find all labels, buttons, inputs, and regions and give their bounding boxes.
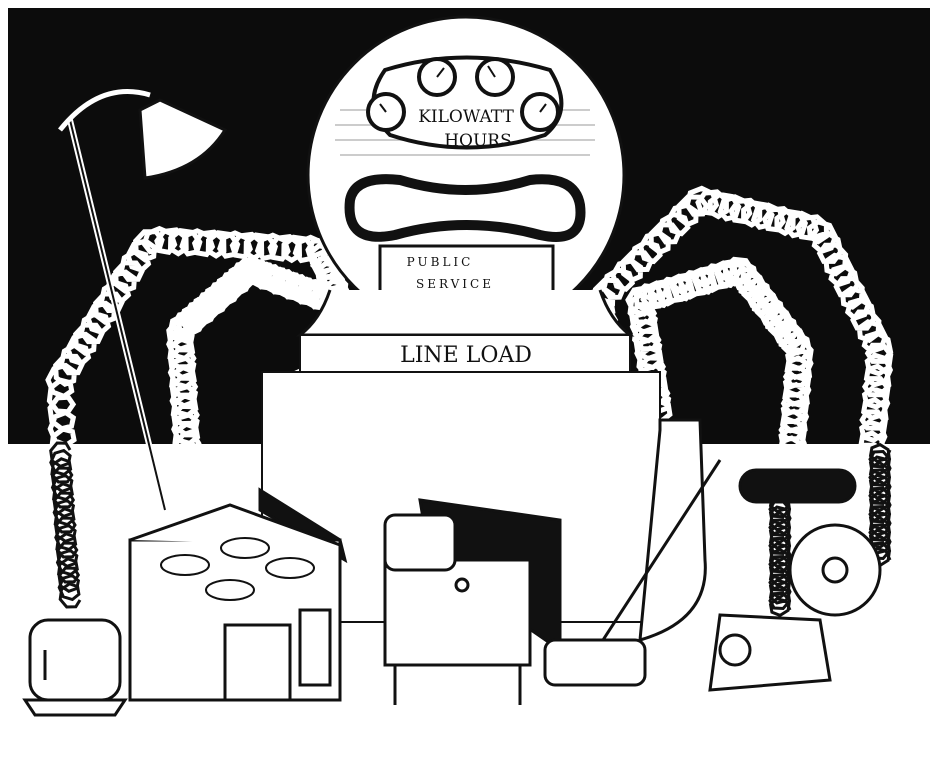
floor-lamp: [58, 89, 228, 511]
coiled-cord: [868, 442, 892, 568]
washing-machine: [383, 498, 562, 705]
plate-public: PUBLIC: [407, 255, 474, 269]
toaster: [22, 618, 128, 717]
electric-meter: KILOWATT HOURS PUBLIC SERVICE LINE LOAD: [295, 15, 635, 374]
coiled-cord: [625, 256, 814, 479]
fan: [788, 523, 882, 617]
line-load-label: LINE LOAD: [400, 343, 532, 368]
coiled-cord: [166, 256, 345, 512]
hours-label: HOURS: [444, 131, 512, 151]
vacuum-cleaner: [543, 418, 722, 687]
coiled-cord: [49, 441, 82, 609]
coiled-cord: [45, 225, 365, 610]
plate-service: SERVICE: [416, 277, 494, 291]
kilowatt-label: KILOWATT: [418, 107, 514, 127]
hair-dryer: [738, 468, 857, 504]
radio: [708, 613, 832, 692]
coiled-cord: [768, 492, 792, 618]
stove: [128, 487, 348, 702]
